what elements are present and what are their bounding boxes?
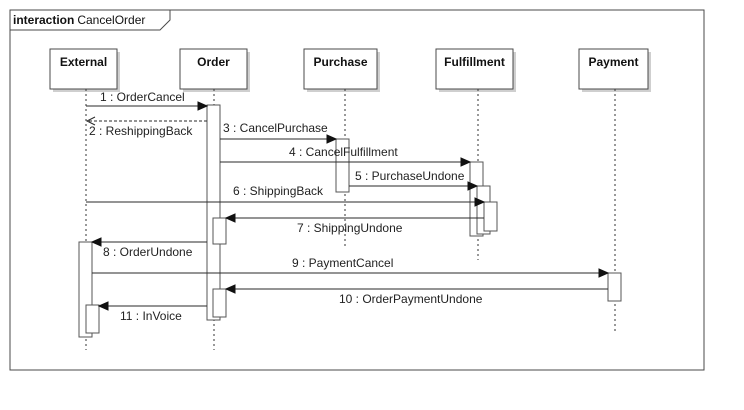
message-label-9: 9 : PaymentCancel bbox=[292, 256, 393, 270]
lifeline-label-order: Order bbox=[197, 55, 230, 69]
message-6: 6 : ShippingBack bbox=[86, 184, 486, 207]
lifeline-label-payment: Payment bbox=[588, 55, 638, 69]
message-4: 4 : CancelFulfillment bbox=[220, 145, 472, 167]
lifeline-label-purchase: Purchase bbox=[313, 55, 367, 69]
lifeline-head-fulfillment[interactable]: Fulfillment bbox=[435, 48, 516, 92]
activation-payment bbox=[607, 272, 622, 302]
lifeline-head-purchase[interactable]: Purchase bbox=[303, 48, 380, 92]
lifeline-label-external: External bbox=[60, 55, 107, 69]
frame-tab bbox=[9, 9, 171, 31]
lifeline-head-external[interactable]: External bbox=[49, 48, 120, 92]
message-8: 8 : OrderUndone bbox=[90, 237, 207, 259]
activation-order bbox=[206, 104, 221, 321]
lifeline-head-payment[interactable]: Payment bbox=[578, 48, 651, 92]
message-label-6: 6 : ShippingBack bbox=[233, 184, 324, 198]
message-label-4: 4 : CancelFulfillment bbox=[289, 145, 398, 159]
activation-external-nested bbox=[85, 304, 100, 334]
activation-purchase bbox=[335, 138, 350, 193]
message-label-2: 2 : ReshippingBack bbox=[89, 124, 193, 138]
message-3: 3 : CancelPurchase bbox=[220, 121, 338, 144]
message-label-3: 3 : CancelPurchase bbox=[223, 121, 328, 135]
message-label-10: 10 : OrderPaymentUndone bbox=[339, 292, 483, 306]
lifeline-head-order[interactable]: Order bbox=[179, 48, 250, 92]
message-9: 9 : PaymentCancel bbox=[92, 256, 610, 278]
message-7: 7 : ShippingUndone bbox=[224, 213, 484, 235]
activation-order-nested-1 bbox=[212, 217, 227, 245]
lifeline-label-fulfillment: Fulfillment bbox=[444, 55, 505, 69]
message-10: 10 : OrderPaymentUndone bbox=[224, 284, 608, 306]
message-label-7: 7 : ShippingUndone bbox=[297, 221, 403, 235]
message-2: 2 : ReshippingBack bbox=[85, 116, 207, 138]
message-label-5: 5 : PurchaseUndone bbox=[355, 169, 465, 183]
message-label-1: 1 : OrderCancel bbox=[100, 90, 185, 104]
activation-fulfillment-nested-2 bbox=[483, 201, 498, 232]
message-label-11: 11 : InVoice bbox=[120, 309, 182, 323]
message-label-8: 8 : OrderUndone bbox=[103, 245, 193, 259]
message-5: 5 : PurchaseUndone bbox=[349, 169, 479, 191]
activation-order-nested-2 bbox=[212, 288, 227, 318]
message-11: 11 : InVoice bbox=[97, 301, 207, 323]
message-1: 1 : OrderCancel bbox=[86, 90, 209, 111]
